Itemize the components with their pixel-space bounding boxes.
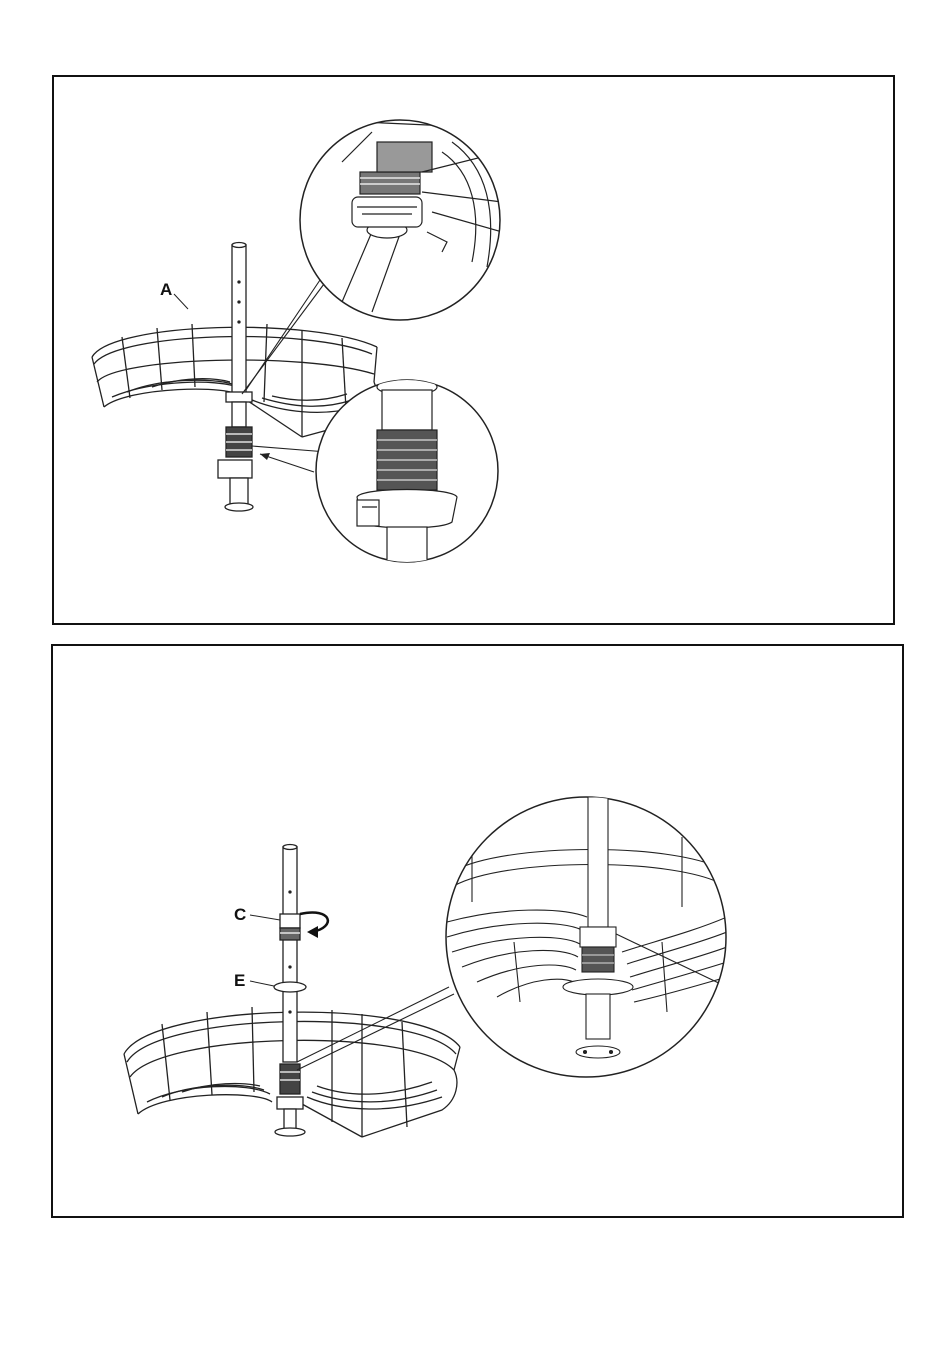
callout-leader-c bbox=[250, 915, 280, 920]
center-pole bbox=[274, 845, 306, 1137]
detail-magnifier bbox=[446, 797, 727, 1077]
assembly-step-panel-2: C E bbox=[51, 644, 904, 1218]
detail-magnifier-bottom bbox=[316, 379, 498, 567]
center-pole bbox=[218, 243, 253, 512]
callout-label-a: A bbox=[160, 280, 172, 299]
rotate-arrow-icon bbox=[300, 913, 328, 938]
detail-pointer bbox=[297, 987, 449, 1062]
step-1-illustration: A bbox=[54, 77, 893, 623]
callout-label-c: C bbox=[234, 905, 246, 924]
assembly-step-panel-1: A bbox=[52, 75, 895, 625]
callout-leader-e bbox=[250, 981, 274, 986]
step-2-illustration: C E bbox=[53, 646, 902, 1216]
detail-pointer-bottom bbox=[252, 446, 327, 452]
detail-magnifier-top bbox=[300, 120, 502, 320]
callout-leader-a bbox=[174, 294, 188, 309]
callout-label-e: E bbox=[234, 971, 245, 990]
